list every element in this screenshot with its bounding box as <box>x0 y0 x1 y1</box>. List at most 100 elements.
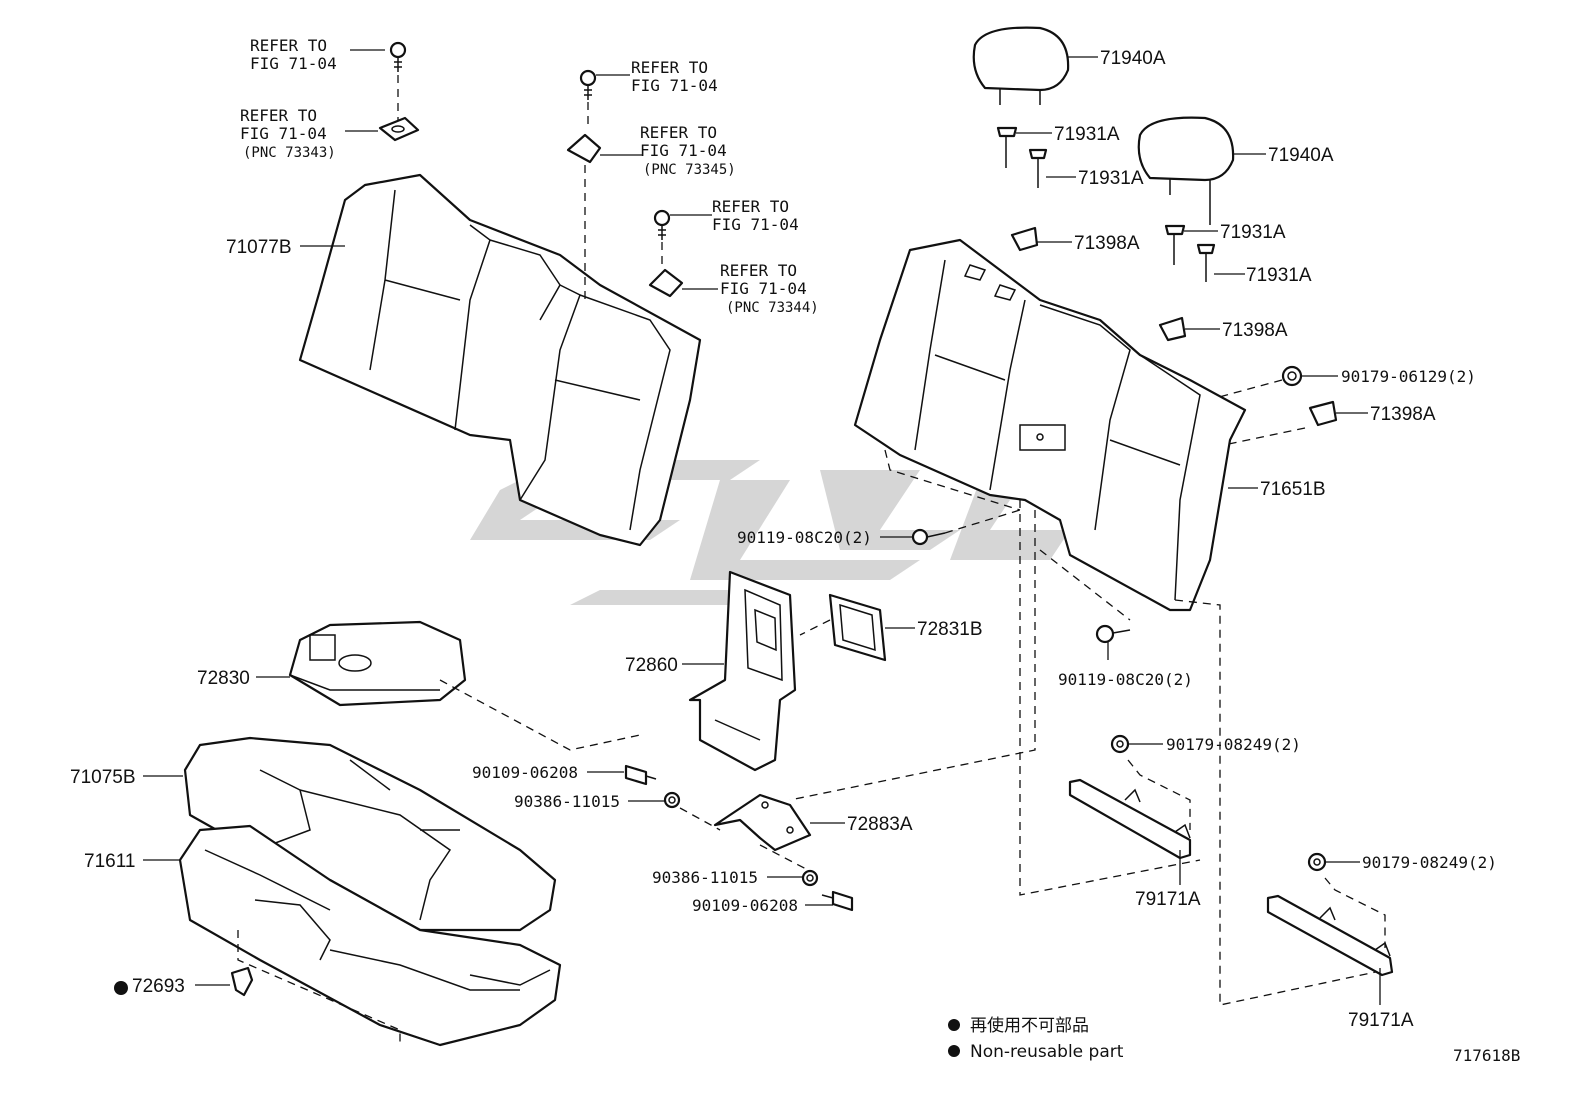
part-label-clip: 72693 <box>132 976 185 997</box>
part-label-guide-1: 71931A <box>1054 124 1120 145</box>
svg-text:REFER TO: REFER TO <box>250 36 327 55</box>
leader-dash <box>1019 500 1201 896</box>
part-label-bolt-3: 90109-06208 <box>472 763 578 782</box>
legend-jp: 再使用不可部品 <box>970 1015 1089 1036</box>
part-label-armrest: 72830 <box>197 668 250 689</box>
leader-dash <box>789 510 1036 801</box>
svg-text:FIG 71-04: FIG 71-04 <box>631 76 718 95</box>
armrest-hinge <box>688 570 797 772</box>
part-label-headrest-1: 71940A <box>1100 48 1166 69</box>
nut-icon <box>1281 365 1303 387</box>
svg-text:REFER TO: REFER TO <box>712 197 789 216</box>
svg-text:REFER TO: REFER TO <box>240 106 317 125</box>
nut-icon <box>1110 734 1130 754</box>
screw-icon <box>579 69 597 100</box>
part-label-bolt-1: 90119-08C20(2) <box>737 528 872 547</box>
part-label-guide-2: 71931A <box>1078 168 1144 189</box>
non-reusable-mark <box>948 1019 960 1031</box>
svg-text:FIG 71-04: FIG 71-04 <box>712 215 799 234</box>
legend: 再使用不可部品 Non-reusable part <box>948 1015 1124 1062</box>
leader-dash <box>759 844 809 871</box>
part-label-nut-1: 90179-06129(2) <box>1341 367 1476 386</box>
part-label-back-cover-left: 71077B <box>226 237 292 258</box>
non-reusable-mark <box>114 981 128 995</box>
clip-icon <box>566 133 602 164</box>
refer-label-2: REFER TO FIG 71-04 (PNC 73343) <box>240 106 336 161</box>
part-label-cushion-pad: 71611 <box>84 851 135 872</box>
svg-text:FIG 71-04: FIG 71-04 <box>250 54 337 73</box>
clip-icon <box>648 268 684 298</box>
part-label-nut-2: 90386-11015 <box>514 792 620 811</box>
leader-dash <box>799 619 831 636</box>
legend-en: Non-reusable part <box>970 1042 1124 1062</box>
figure-code: 717618B <box>1453 1046 1520 1065</box>
clip-icon <box>230 966 254 997</box>
part-label-support-1: 71398A <box>1074 233 1140 254</box>
part-label-bezel: 72831B <box>917 619 983 640</box>
svg-text:(PNC 73343): (PNC 73343) <box>243 145 336 161</box>
svg-text:REFER TO: REFER TO <box>631 58 708 77</box>
bolt-icon <box>624 764 657 786</box>
seat-lock <box>1068 778 1192 860</box>
bracket <box>713 793 812 852</box>
seat-back-frame <box>853 238 1247 612</box>
bolt-icon <box>1095 624 1131 644</box>
headrest-1 <box>972 26 1070 105</box>
part-label-bracket: 72883A <box>847 814 913 835</box>
seat-cushion-pad <box>178 824 562 1047</box>
part-label-bolt-2: 90119-08C20(2) <box>1058 670 1193 689</box>
part-label-cushion-cover: 71075B <box>70 767 136 788</box>
bolt-icon <box>821 890 854 912</box>
part-label-nut-5: 90179-08249(2) <box>1362 853 1497 872</box>
headrest-2 <box>1137 116 1235 225</box>
nut-icon <box>801 869 819 887</box>
part-label-nut-3: 90386-11015 <box>652 868 758 887</box>
screw-icon <box>389 41 407 72</box>
svg-text:FIG 71-04: FIG 71-04 <box>720 279 807 298</box>
part-label-support-2: 71398A <box>1222 320 1288 341</box>
headrest-guide-icon <box>996 126 1048 188</box>
headrest-guide-icon <box>1164 224 1216 282</box>
part-label-guide-4: 71931A <box>1246 265 1312 286</box>
svg-text:(PNC 73345): (PNC 73345) <box>643 162 736 178</box>
part-label-lock-2: 79171A <box>1348 1010 1414 1031</box>
part-label-nut-4: 90179-08249(2) <box>1166 735 1301 754</box>
refer-label-1: REFER TO FIG 71-04 <box>250 36 337 73</box>
armrest <box>288 620 467 707</box>
part-label-headrest-2: 71940A <box>1268 145 1334 166</box>
bezel <box>828 593 887 662</box>
svg-text:REFER TO: REFER TO <box>720 261 797 280</box>
leader-dash <box>1127 759 1191 830</box>
support-icon <box>1010 226 1338 427</box>
svg-text:FIG 71-04: FIG 71-04 <box>240 124 327 143</box>
refer-label-6: REFER TO FIG 71-04 (PNC 73344) <box>720 261 819 316</box>
refer-label-3: REFER TO FIG 71-04 <box>631 58 718 95</box>
clip-icon <box>378 116 420 142</box>
nut-icon <box>663 791 681 809</box>
part-label-guide-3: 71931A <box>1220 222 1286 243</box>
non-reusable-mark <box>948 1045 960 1057</box>
leader-dash <box>237 930 401 1045</box>
seat-lock <box>1266 894 1394 977</box>
leader-dash <box>679 807 721 831</box>
leader-dash <box>439 679 641 751</box>
part-label-bolt-4: 90109-06208 <box>692 896 798 915</box>
leader-dash <box>1174 599 1386 1006</box>
svg-text:FIG 71-04: FIG 71-04 <box>640 141 727 160</box>
refer-label-4: REFER TO FIG 71-04 (PNC 73345) <box>640 123 736 178</box>
leader-dash <box>884 449 1021 511</box>
seat-back-cover-left <box>298 173 702 547</box>
part-label-armrest-hinge: 72860 <box>625 655 678 676</box>
leader-dash <box>1039 549 1131 621</box>
part-label-support-3: 71398A <box>1370 404 1436 425</box>
svg-text:(PNC 73344): (PNC 73344) <box>726 300 819 316</box>
leader-dash <box>1324 877 1386 948</box>
screw-icon <box>653 209 671 240</box>
part-label-lock-1: 79171A <box>1135 889 1201 910</box>
svg-text:REFER TO: REFER TO <box>640 123 717 142</box>
part-label-back-frame: 71651B <box>1260 479 1326 500</box>
refer-label-5: REFER TO FIG 71-04 <box>712 197 799 234</box>
nut-icon <box>1307 852 1327 872</box>
